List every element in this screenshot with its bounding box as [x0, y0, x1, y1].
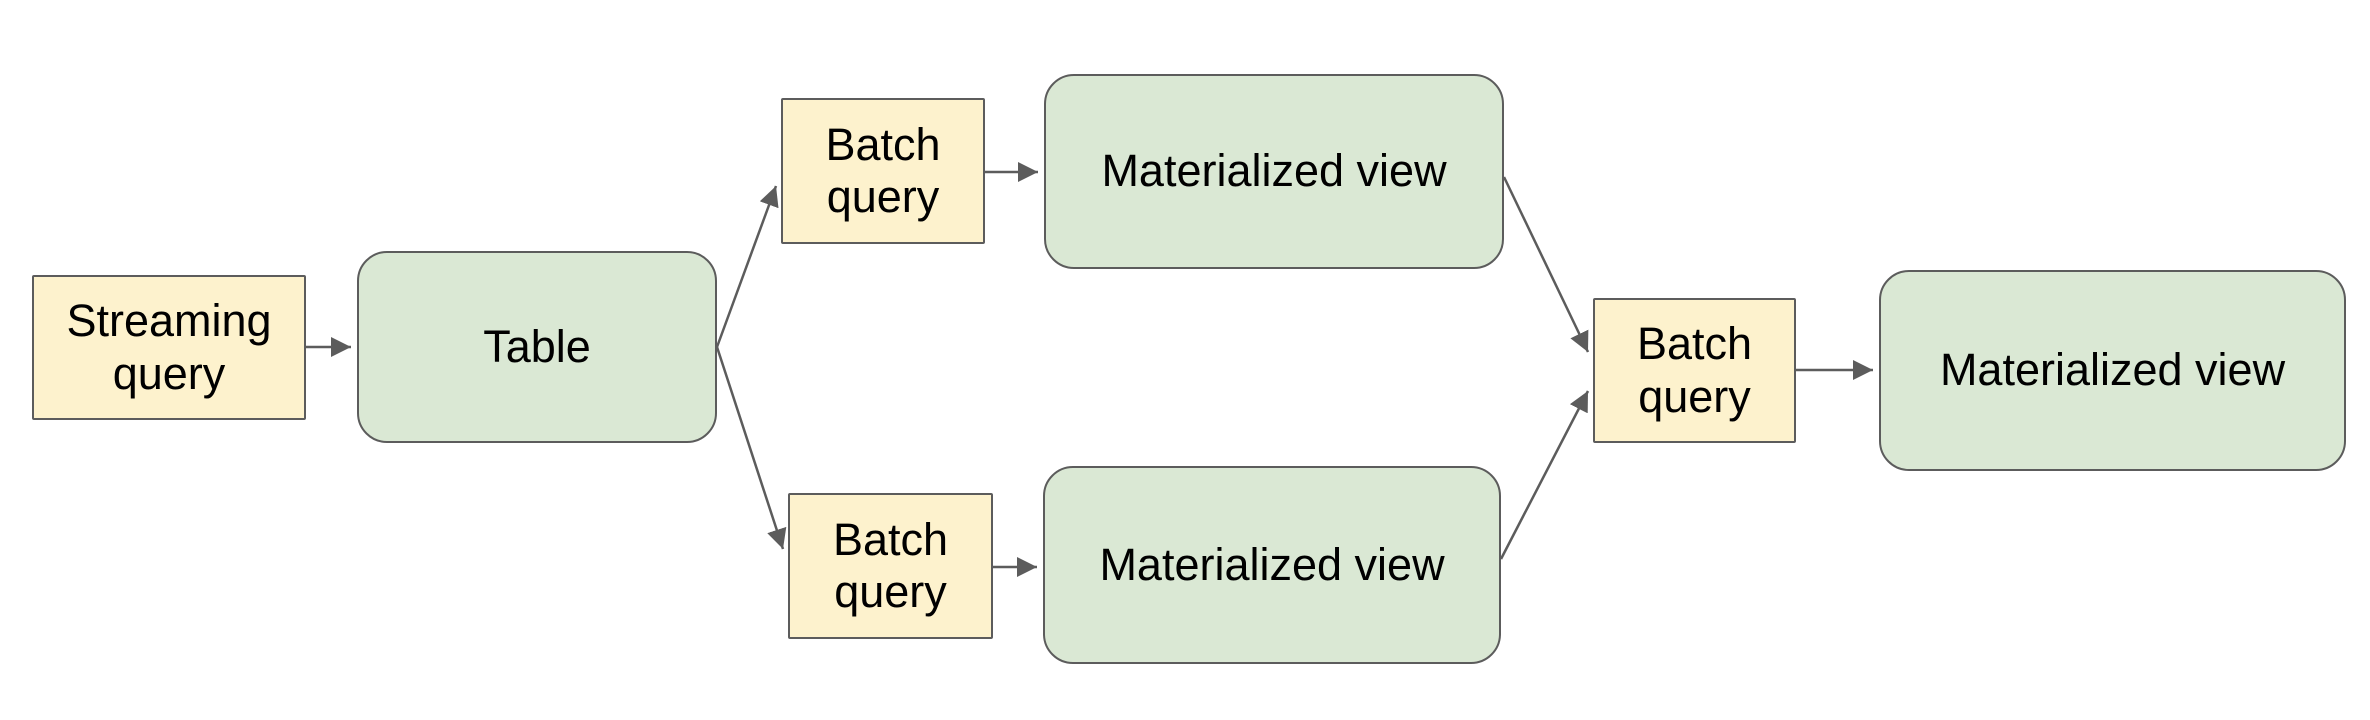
- node-label: Table: [483, 320, 591, 372]
- node-table: Table: [357, 251, 717, 443]
- node-label: Materialized view: [1101, 145, 1447, 197]
- node-materialized-view-final: Materialized view: [1879, 270, 2346, 471]
- node-streaming-query: Streaming query: [32, 275, 306, 420]
- arrow-table-to-batch-query-top: [715, 185, 779, 348]
- node-batch-query-top: Batch query: [781, 98, 985, 244]
- arrow-table-to-batch-query-bottom: [715, 346, 787, 550]
- node-label: Batch query: [825, 118, 941, 222]
- arrow-mv-bottom-to-batch-query-final: [1499, 390, 1590, 560]
- node-materialized-view-top: Materialized view: [1044, 74, 1504, 269]
- arrow-mv-top-to-batch-query-final: [1502, 176, 1590, 353]
- node-batch-query-final: Batch query: [1593, 298, 1796, 443]
- node-batch-query-bottom: Batch query: [788, 493, 993, 639]
- node-label: Batch query: [1636, 318, 1753, 422]
- node-materialized-view-bottom: Materialized view: [1043, 466, 1501, 664]
- node-label: Batch query: [832, 513, 949, 617]
- node-label: Materialized view: [1099, 538, 1445, 590]
- node-label: Streaming query: [66, 295, 272, 399]
- node-label: Materialized view: [1939, 344, 2286, 396]
